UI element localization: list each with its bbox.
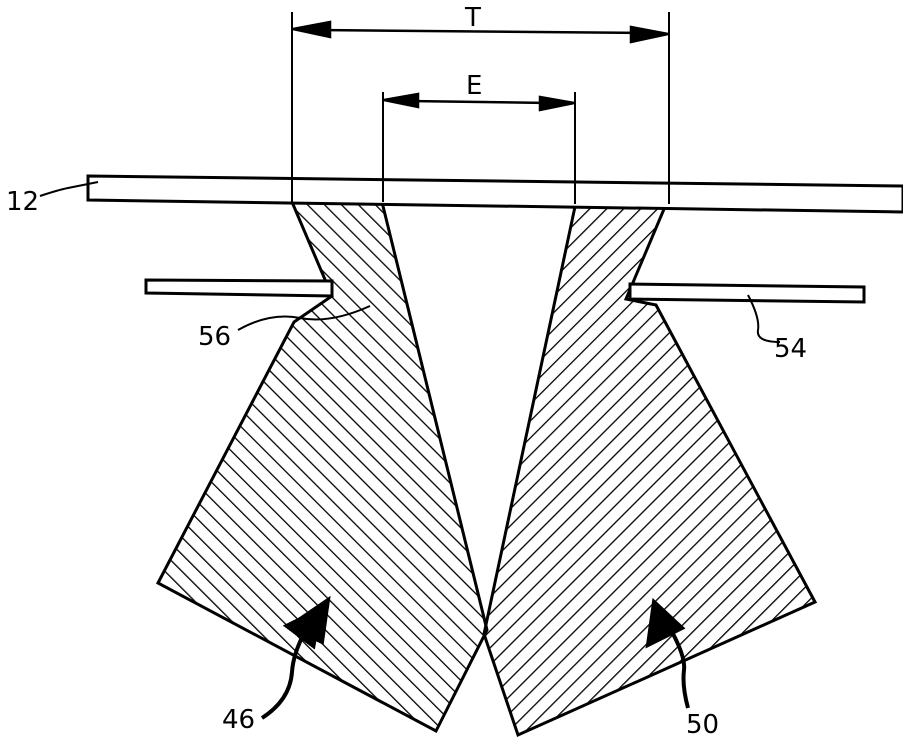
dimension-lines: [291, 12, 670, 204]
arrow-50: [662, 616, 690, 709]
label-dim-overlap: E: [466, 71, 482, 101]
dimension-t: [292, 20, 669, 44]
leader-54: [747, 294, 781, 343]
arrowhead-50: [645, 597, 686, 649]
leader-lines: [39, 181, 781, 343]
label-ref-50: 50: [686, 710, 719, 740]
plate-lower-right: [628, 282, 866, 304]
dimension-e: [383, 92, 575, 112]
beam-right: [482, 200, 818, 738]
beam-arrows: [260, 595, 690, 720]
label-dim-total: T: [464, 3, 481, 33]
label-ref-54: 54: [774, 334, 807, 364]
label-ref-12: 12: [6, 187, 39, 217]
leader-56: [237, 305, 371, 331]
leader-12: [39, 181, 99, 197]
plate-upper: [86, 174, 903, 214]
label-ref-46: 46: [222, 705, 255, 735]
plate-lower: [144, 278, 334, 298]
arrowhead-46: [286, 595, 331, 646]
label-ref-56: 56: [198, 322, 231, 352]
